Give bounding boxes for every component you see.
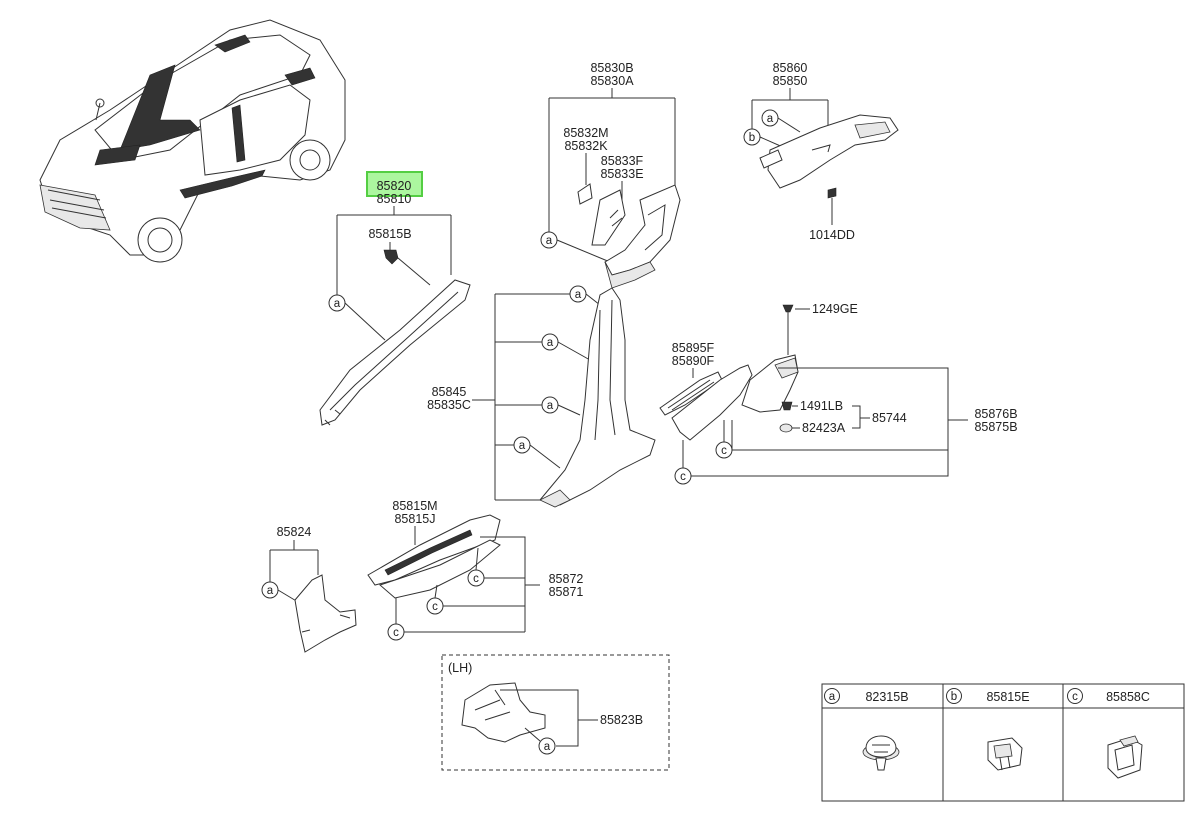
callout-a-b1[interactable]: a bbox=[569, 285, 587, 303]
highlight-85820 bbox=[366, 171, 423, 197]
legend-part-85815e[interactable]: 85815E bbox=[986, 690, 1029, 704]
part-group-85845: 85845 85835C a a a a bbox=[427, 285, 656, 508]
part-group-85815m: 85815M 85815J c c c 85872 85871 bbox=[367, 499, 584, 641]
label-85830a[interactable]: 85830A bbox=[590, 74, 634, 88]
svg-text:a: a bbox=[547, 337, 554, 349]
label-85815m[interactable]: 85815M bbox=[392, 499, 437, 513]
clip-85815e-icon bbox=[987, 737, 1023, 771]
svg-text:a: a bbox=[575, 289, 582, 301]
label-82423a[interactable]: 82423A bbox=[802, 421, 846, 435]
svg-text:c: c bbox=[473, 573, 479, 585]
lh-label: (LH) bbox=[448, 661, 472, 675]
callout-a-85824[interactable]: a bbox=[261, 581, 279, 599]
callout-a-b4[interactable]: a bbox=[513, 436, 531, 454]
callout-c-sill-3[interactable]: c bbox=[387, 623, 405, 641]
label-85833f[interactable]: 85833F bbox=[601, 154, 644, 168]
label-85833e[interactable]: 85833E bbox=[600, 167, 643, 181]
label-85835c[interactable]: 85835C bbox=[427, 398, 471, 412]
callout-a-b2[interactable]: a bbox=[541, 333, 559, 351]
svg-text:a: a bbox=[544, 741, 551, 753]
label-85824[interactable]: 85824 bbox=[277, 525, 312, 539]
label-85875b[interactable]: 85875B bbox=[974, 420, 1017, 434]
callout-a-lh[interactable]: a bbox=[538, 737, 556, 755]
label-85830b[interactable]: 85830B bbox=[590, 61, 633, 75]
callout-a-upper[interactable]: a bbox=[540, 231, 558, 249]
callout-b-rear[interactable]: b bbox=[743, 128, 761, 146]
svg-text:c: c bbox=[721, 445, 727, 457]
callout-a-b3[interactable]: a bbox=[541, 396, 559, 414]
part-group-85830: 85830B 85830A 85832M 85832K 85833F 85833… bbox=[540, 61, 681, 289]
lh-detail-box: (LH) a 85823B bbox=[441, 654, 670, 771]
legend-part-82315b[interactable]: 82315B bbox=[865, 690, 908, 704]
callout-c-85876-lower[interactable]: c bbox=[674, 467, 692, 485]
svg-text:a: a bbox=[546, 235, 553, 247]
callout-c-85876-upper[interactable]: c bbox=[715, 441, 733, 459]
label-1491lb[interactable]: 1491LB bbox=[800, 399, 843, 413]
label-85832k[interactable]: 85832K bbox=[564, 139, 608, 153]
label-1249ge[interactable]: 1249GE bbox=[812, 302, 858, 316]
label-85832m[interactable]: 85832M bbox=[563, 126, 608, 140]
legend-cell-a[interactable]: a 82315B bbox=[824, 688, 909, 771]
svg-text:b: b bbox=[951, 691, 957, 703]
label-85845[interactable]: 85845 bbox=[432, 385, 467, 399]
svg-text:a: a bbox=[829, 691, 836, 703]
label-85744[interactable]: 85744 bbox=[872, 411, 907, 425]
svg-text:c: c bbox=[1072, 691, 1078, 703]
label-85871[interactable]: 85871 bbox=[549, 585, 584, 599]
label-85895f[interactable]: 85895F bbox=[672, 341, 715, 355]
callout-c-sill-1[interactable]: c bbox=[467, 569, 485, 587]
callout-a-apillar[interactable]: a bbox=[328, 294, 346, 312]
part-group-85824: 85824 a bbox=[261, 525, 357, 653]
callout-c-sill-2[interactable]: c bbox=[426, 597, 444, 615]
label-85815j[interactable]: 85815J bbox=[394, 512, 435, 526]
label-85820[interactable]: 85820 bbox=[377, 179, 412, 193]
label-85890f[interactable]: 85890F bbox=[672, 354, 715, 368]
clip-82315b-icon bbox=[862, 735, 900, 771]
svg-text:c: c bbox=[432, 601, 438, 613]
part-group-85860: 85860 85850 a b 1014DD bbox=[743, 61, 899, 242]
svg-text:c: c bbox=[393, 627, 399, 639]
fastener-legend: a 82315B b 85815E bbox=[821, 683, 1185, 802]
label-1014dd[interactable]: 1014DD bbox=[809, 228, 855, 242]
label-85860[interactable]: 85860 bbox=[773, 61, 808, 75]
clip-85858c-icon bbox=[1107, 735, 1143, 779]
label-85850[interactable]: 85850 bbox=[773, 74, 808, 88]
svg-text:a: a bbox=[334, 298, 341, 310]
legend-cell-b[interactable]: b 85815E bbox=[946, 688, 1030, 771]
svg-text:c: c bbox=[680, 471, 686, 483]
svg-text:a: a bbox=[267, 585, 274, 597]
label-85810[interactable]: 85810 bbox=[377, 192, 412, 206]
label-85876b[interactable]: 85876B bbox=[974, 407, 1017, 421]
part-group-85876: 1249GE 85895F 85890F c c 1491LB 82423A 8… bbox=[659, 302, 1018, 485]
legend-part-85858c[interactable]: 85858C bbox=[1106, 690, 1150, 704]
svg-text:a: a bbox=[767, 113, 774, 125]
legend-cell-c[interactable]: c 85858C bbox=[1067, 688, 1150, 779]
svg-text:a: a bbox=[519, 440, 526, 452]
callout-a-rear[interactable]: a bbox=[761, 109, 779, 127]
label-85815b[interactable]: 85815B bbox=[368, 227, 411, 241]
svg-text:b: b bbox=[749, 132, 755, 144]
label-85872[interactable]: 85872 bbox=[549, 572, 584, 586]
part-group-85820: 85820 85810 85815B a bbox=[319, 171, 471, 426]
svg-text:a: a bbox=[547, 400, 554, 412]
label-85823b[interactable]: 85823B bbox=[600, 713, 643, 727]
vehicle-illustration bbox=[39, 19, 346, 263]
